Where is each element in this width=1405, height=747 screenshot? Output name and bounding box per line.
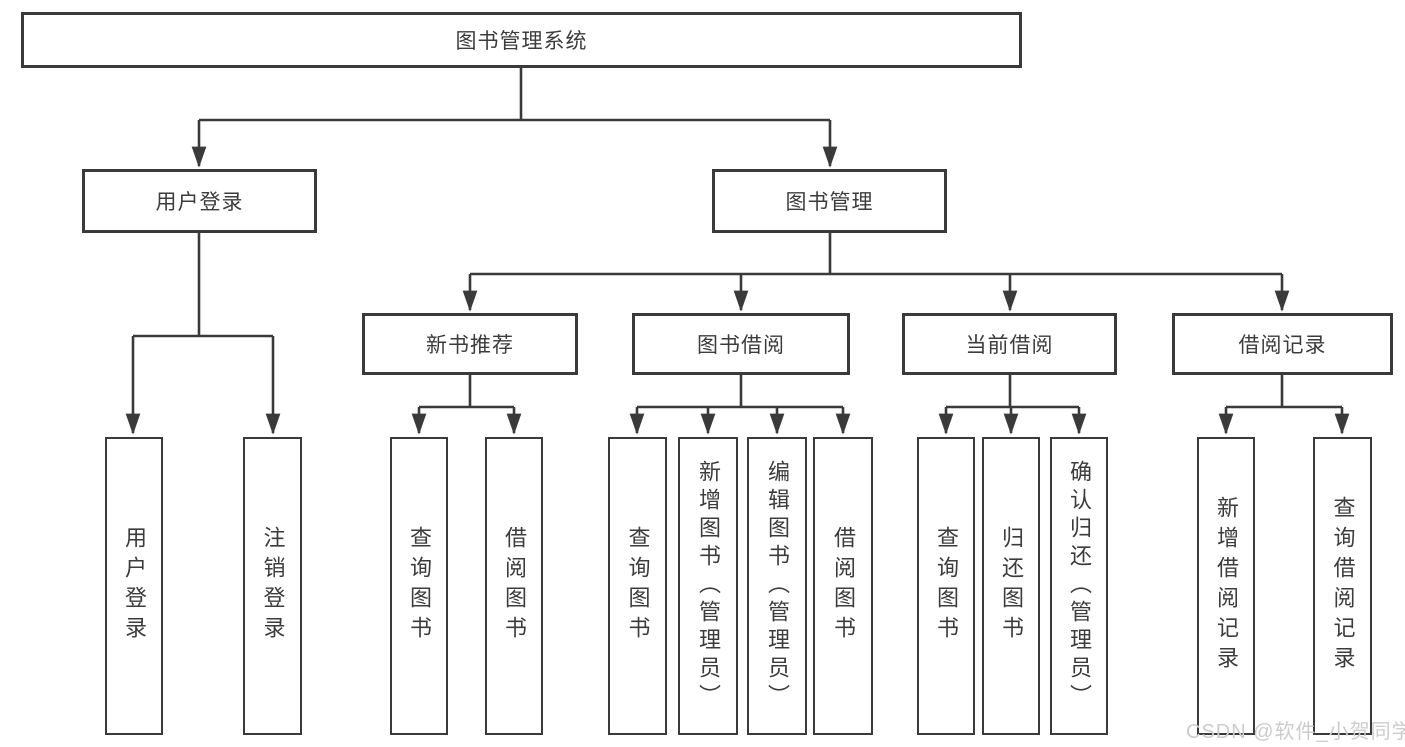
node-label: 图书管理系统 bbox=[455, 30, 588, 53]
node-add-borrow-record: 新增借阅记录 bbox=[1197, 437, 1255, 735]
node-label: 用户登录 bbox=[155, 191, 244, 214]
csdn-watermark: CSDN @软件_小贺同学 bbox=[1186, 721, 1405, 743]
node-query-books-current: 查询图书 bbox=[917, 437, 975, 735]
node-query-books-borrow: 查询图书 bbox=[608, 437, 667, 735]
node-logout-leaf: 注销登录 bbox=[243, 437, 302, 735]
node-label: 图书借阅 bbox=[697, 334, 785, 357]
node-user-login-leaf: 用户登录 bbox=[105, 437, 163, 735]
node-query-books-recommend: 查询图书 bbox=[390, 437, 448, 735]
node-label: 借阅记录 bbox=[1238, 334, 1327, 357]
node-label: 新增图书（管理员） bbox=[696, 460, 721, 712]
node-new-book-recommend: 新书推荐 bbox=[362, 313, 578, 375]
node-label: 归还图书 bbox=[999, 526, 1024, 646]
node-confirm-return-admin: 确认归还（管理员） bbox=[1050, 437, 1108, 735]
node-query-borrow-record: 查询借阅记录 bbox=[1313, 437, 1372, 735]
node-user-login: 用户登录 bbox=[82, 169, 317, 233]
node-label: 当前借阅 bbox=[965, 334, 1054, 357]
node-current-borrow: 当前借阅 bbox=[902, 313, 1117, 375]
node-label: 确认归还（管理员） bbox=[1067, 460, 1092, 712]
node-label: 查询图书 bbox=[407, 526, 432, 646]
node-label: 借阅图书 bbox=[831, 526, 856, 646]
node-book-management: 图书管理 bbox=[712, 169, 947, 233]
node-label: 编辑图书（管理员） bbox=[765, 460, 790, 712]
node-borrow-records: 借阅记录 bbox=[1172, 313, 1393, 375]
node-return-books: 归还图书 bbox=[982, 437, 1040, 735]
node-label: 注销登录 bbox=[260, 526, 286, 646]
node-label: 查询图书 bbox=[625, 526, 651, 646]
node-library-management-system: 图书管理系统 bbox=[21, 12, 1022, 68]
node-label: 图书管理 bbox=[785, 191, 874, 214]
node-book-borrow: 图书借阅 bbox=[632, 313, 850, 375]
node-label: 用户登录 bbox=[122, 526, 147, 646]
node-borrow-books-leaf: 借阅图书 bbox=[813, 437, 873, 735]
node-label: 借阅图书 bbox=[502, 526, 527, 646]
node-add-book-admin: 新增图书（管理员） bbox=[678, 437, 738, 735]
node-label: 查询借阅记录 bbox=[1330, 496, 1356, 676]
node-label: 新增借阅记录 bbox=[1214, 496, 1239, 676]
node-edit-book-admin: 编辑图书（管理员） bbox=[747, 437, 807, 735]
node-label: 查询图书 bbox=[934, 526, 959, 646]
node-label: 新书推荐 bbox=[426, 334, 514, 357]
node-borrow-books-recommend: 借阅图书 bbox=[485, 437, 543, 735]
